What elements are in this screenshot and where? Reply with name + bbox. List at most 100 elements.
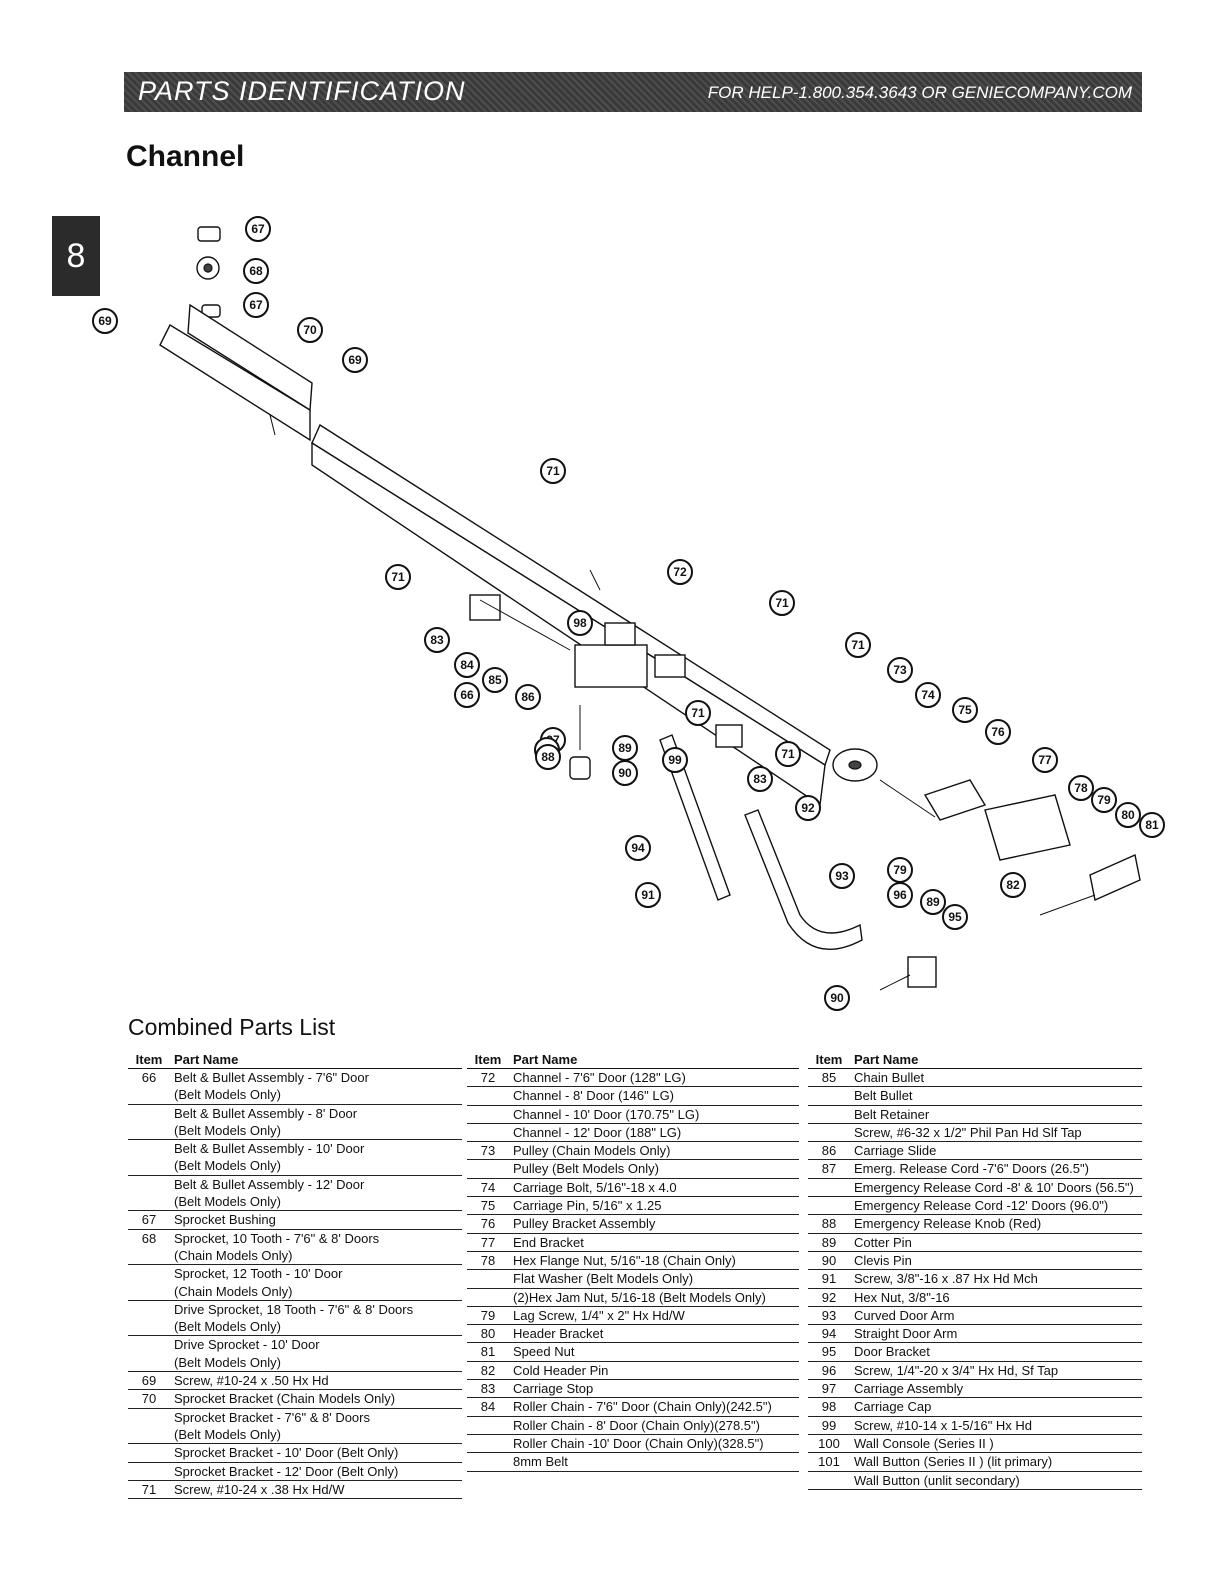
callout-66: 66 xyxy=(454,682,480,708)
parts-column-header: Item Part Name xyxy=(467,1052,799,1069)
svg-text:83: 83 xyxy=(753,772,767,786)
callouts: 6768676970697171727171988384668586978788… xyxy=(92,216,1165,1011)
parts-column-2: Item Part Name 72 Channel - 7'6" Door (12… xyxy=(467,1052,799,1472)
parts-row: 84 Roller Chain - 7'6" Door (Chain Only)(… xyxy=(467,1398,799,1417)
callout-67: 67 xyxy=(245,216,271,242)
svg-text:84: 84 xyxy=(460,658,474,672)
callout-89: 89 xyxy=(612,735,638,761)
part-name: Belt & Bullet Assembly - 10' Door (Belt … xyxy=(174,1141,365,1174)
callout-83: 83 xyxy=(747,766,773,792)
parts-row: 91 Screw, 3/8"-16 x .87 Hx Hd Mch xyxy=(808,1270,1142,1289)
part-name: Channel - 8' Door (146" LG) xyxy=(513,1088,675,1104)
item-number: 67 xyxy=(141,1212,157,1228)
callout-83: 83 xyxy=(424,627,450,653)
svg-text:79: 79 xyxy=(1097,793,1111,807)
part-name: Sprocket Bracket - 10' Door (Belt Only) xyxy=(174,1445,399,1461)
part-name: Curved Door Arm xyxy=(854,1307,955,1323)
item-number xyxy=(128,1336,170,1371)
part-name: Clevis Pin xyxy=(854,1252,912,1268)
parts-column-header: Item Part Name xyxy=(808,1052,1142,1069)
item-number: 72 xyxy=(480,1070,496,1085)
item-number: 91 xyxy=(821,1271,837,1287)
parts-row: Emergency Release Cord -12' Doors (96.0"… xyxy=(808,1197,1142,1216)
end-bracket-part xyxy=(984,794,1071,861)
parts-row: 88 Emergency Release Knob (Red) xyxy=(808,1215,1142,1234)
part-name: Carriage Stop xyxy=(513,1381,594,1397)
callout-74: 74 xyxy=(915,682,941,708)
part-name: Screw, #6-32 x 1/2" Phil Pan Hd Slf Tap xyxy=(854,1124,1082,1140)
svg-text:78: 78 xyxy=(1074,781,1088,795)
callout-79: 79 xyxy=(887,857,913,883)
parts-row: Sprocket Bracket - 10' Door (Belt Only) xyxy=(128,1444,462,1463)
svg-text:69: 69 xyxy=(348,353,362,367)
parts-row: Channel - 10' Door (170.75" LG) xyxy=(467,1106,799,1124)
part-name: Chain Bullet xyxy=(854,1070,925,1085)
callout-69: 69 xyxy=(342,347,368,373)
part-name: Speed Nut xyxy=(513,1344,575,1360)
part-name: Carriage Cap xyxy=(854,1399,932,1415)
callout-67: 67 xyxy=(243,292,269,318)
callout-84: 84 xyxy=(454,652,480,678)
callout-68: 68 xyxy=(243,258,269,284)
callout-69: 69 xyxy=(92,308,118,334)
release-cord-part xyxy=(569,705,591,780)
svg-text:73: 73 xyxy=(893,663,907,677)
callout-80: 80 xyxy=(1115,802,1141,828)
callout-70: 70 xyxy=(297,317,323,343)
callout-86: 86 xyxy=(515,684,541,710)
svg-text:82: 82 xyxy=(1006,878,1020,892)
svg-text:90: 90 xyxy=(830,991,844,1005)
item-number xyxy=(467,1124,509,1141)
part-name: Belt & Bullet Assembly - 12' Door (Belt … xyxy=(174,1176,365,1210)
svg-text:80: 80 xyxy=(1121,808,1135,822)
callout-71: 71 xyxy=(845,632,871,658)
part-name: Screw, 3/8"-16 x .87 Hx Hd Mch xyxy=(854,1271,1038,1287)
item-number xyxy=(128,1140,170,1175)
parts-row: Belt & Bullet Assembly - 10' Door (Belt … xyxy=(128,1140,462,1176)
parts-row: Roller Chain - 8' Door (Chain Only)(278.… xyxy=(467,1417,799,1435)
section-tab: 8 xyxy=(52,216,100,296)
svg-text:92: 92 xyxy=(801,801,815,815)
svg-text:85: 85 xyxy=(488,673,502,687)
item-number xyxy=(467,1435,509,1452)
item-number: 99 xyxy=(821,1417,837,1433)
parts-row: Channel - 12' Door (188" LG) xyxy=(467,1124,799,1143)
svg-text:79: 79 xyxy=(893,863,907,877)
carriage-stop-part xyxy=(715,724,743,748)
part-name: Belt Retainer xyxy=(854,1106,930,1122)
svg-text:69: 69 xyxy=(98,314,112,328)
part-name: Emergency Release Knob (Red) xyxy=(854,1216,1042,1232)
item-number: 88 xyxy=(821,1216,837,1232)
page-title: Channel xyxy=(126,140,245,173)
part-name: Hex Nut, 3/8"-16 xyxy=(854,1289,950,1305)
item-number xyxy=(467,1417,509,1434)
svg-text:71: 71 xyxy=(546,464,560,478)
part-name: Channel - 7'6" Door (128" LG) xyxy=(513,1070,686,1085)
part-name: Roller Chain - 7'6" Door (Chain Only)(24… xyxy=(513,1399,772,1415)
chain-part xyxy=(479,599,571,651)
parts-row: Belt Retainer xyxy=(808,1106,1142,1124)
part-name: End Bracket xyxy=(513,1234,584,1250)
item-number: 84 xyxy=(480,1399,496,1415)
svg-text:71: 71 xyxy=(775,596,789,610)
item-number: 83 xyxy=(480,1381,496,1397)
item-number xyxy=(467,1087,509,1104)
header-banner: PARTS IDENTIFICATION FOR HELP-1.800.354.… xyxy=(124,72,1142,112)
svg-text:93: 93 xyxy=(835,869,849,883)
door-bracket-part xyxy=(907,956,937,988)
part-name: Wall Console (Series II ) xyxy=(854,1435,994,1451)
callout-73: 73 xyxy=(887,657,913,683)
item-number xyxy=(467,1453,509,1470)
callout-76: 76 xyxy=(985,719,1011,745)
